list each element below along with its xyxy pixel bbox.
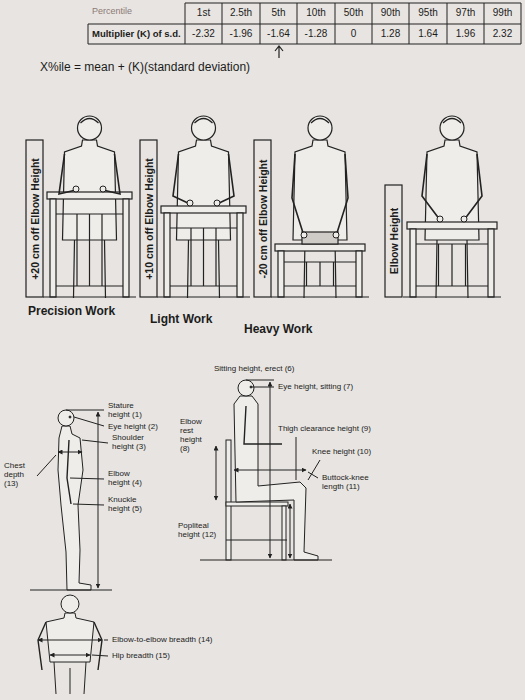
multiplier-cell: 1.28: [372, 28, 409, 41]
percentile-cell: 50th: [335, 7, 372, 20]
dimension-label: Hip breadth (15): [112, 651, 170, 661]
dimension-label: Sitting height, erect (6): [214, 364, 294, 374]
percentile-cell: 2.5th: [222, 7, 260, 20]
percentile-cell: 5th: [260, 7, 297, 20]
multiplier-cell: 2.32: [484, 28, 521, 41]
multiplier-cell: -1.28: [297, 28, 335, 41]
work-type-label: Heavy Work: [244, 322, 312, 337]
dimension-label: Knee height (10): [312, 447, 371, 457]
multiplier-cell: -1.64: [260, 28, 297, 41]
percentile-cell: 99th: [484, 7, 521, 20]
percentile-cell: 95th: [409, 7, 447, 20]
multiplier-cell: 1.96: [447, 28, 484, 41]
dimension-label: Knuckle height (5): [108, 496, 153, 514]
height-rule-label: +20 cm off Elbow Height: [28, 144, 42, 294]
dimension-label: Elbow height (4): [108, 470, 148, 488]
work-type-label: Light Work: [150, 312, 212, 327]
formula: X%ile = mean + (K)(standard deviation): [40, 60, 250, 75]
table-grid: [88, 3, 521, 44]
dimension-label: Chest depth (13): [4, 462, 34, 489]
dimension-label: Popliteal height (12): [178, 522, 222, 540]
height-rule-label: +10 cm off Elbow Height: [142, 144, 156, 294]
dimension-label: Elbow-to-elbow breadth (14): [112, 635, 213, 645]
dimension-label: Eye height, sitting (7): [278, 382, 353, 392]
height-rule-label: Elbow Height: [387, 188, 401, 294]
column-header: Percentile: [92, 6, 132, 17]
percentile-cell: 10th: [297, 7, 335, 20]
workbench-scenes: [43, 116, 501, 298]
dimension-label: Buttock-knee length (11): [322, 474, 378, 492]
percentile-cell: 90th: [372, 7, 409, 20]
front-figure: [38, 595, 108, 694]
multiplier-cell: -2.32: [185, 28, 222, 41]
pointer-arrow: [275, 46, 283, 58]
multiplier-cell: 1.64: [409, 28, 447, 41]
row-header: Multiplier (K) of s.d.: [92, 28, 181, 40]
work-type-label: Precision Work: [28, 304, 115, 319]
multiplier-cell: 0: [335, 28, 372, 41]
dimension-label: Elbow rest height (8): [180, 418, 212, 454]
height-rule-label: -20 cm off Elbow Height: [256, 144, 270, 294]
dimension-label: Shoulder height (3): [112, 434, 160, 452]
standing-figure: [30, 410, 112, 590]
dimension-label: Eye height (2): [108, 422, 158, 432]
percentile-cell: 1st: [185, 7, 222, 20]
percentile-cell: 97th: [447, 7, 484, 20]
dimension-label: Thigh clearance height (9): [278, 424, 371, 434]
dimension-label: Stature height (1): [108, 402, 150, 420]
multiplier-cell: -1.96: [222, 28, 260, 41]
